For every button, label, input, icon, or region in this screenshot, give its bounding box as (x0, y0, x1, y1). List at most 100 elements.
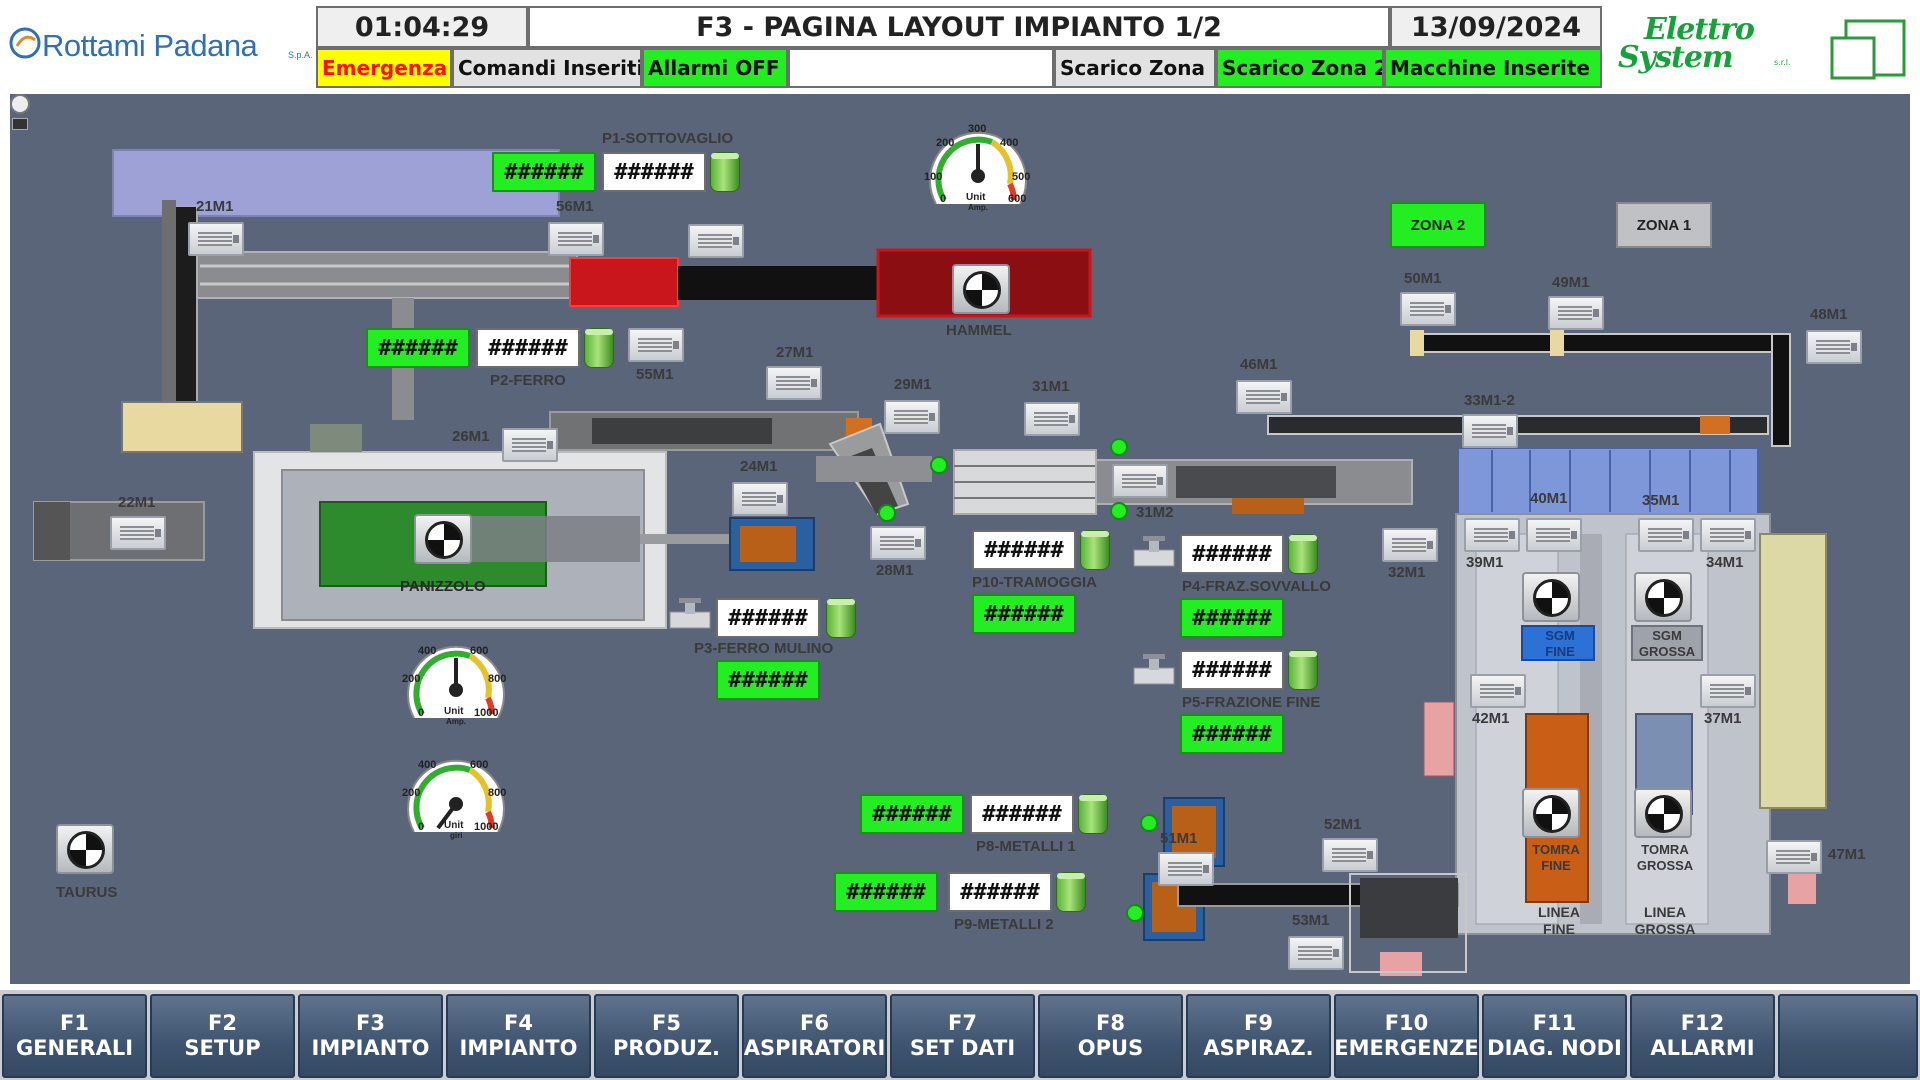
motor-27m1-icon[interactable] (766, 366, 822, 400)
gauge-sub: giri (450, 831, 462, 840)
motor-34m1-icon[interactable] (1700, 518, 1756, 552)
status-scarico-zona-2: Scarico Zona 2 (1216, 48, 1384, 88)
label-motor-24m1: 24M1 (740, 458, 778, 475)
panizzolo-fan-icon[interactable] (414, 514, 472, 564)
label-motor-26m1: 26M1 (452, 428, 490, 445)
status-led (1110, 502, 1128, 520)
motor-unlabeled-icon[interactable] (688, 224, 744, 258)
motor-51m1-icon[interactable] (1158, 852, 1214, 886)
p2-silo-icon[interactable] (584, 328, 614, 368)
zona-2-button[interactable]: ZONA 2 (1390, 202, 1486, 248)
motor-46m1-icon[interactable] (1236, 380, 1292, 414)
motor-31m1-icon[interactable] (1024, 402, 1080, 436)
status-scarico-zona-1: Scarico Zona 1 (1054, 48, 1216, 88)
motor-56m1-icon[interactable] (548, 222, 604, 256)
gauge-unit: Unit (444, 820, 464, 831)
motor-24m1-icon[interactable] (732, 482, 788, 516)
tomra-grossa-fan-icon[interactable] (1634, 788, 1692, 838)
p1-silo-icon[interactable] (710, 152, 740, 192)
fkey-label: SET DATI (909, 1036, 1016, 1060)
rottami-padana-logo: Rottami Padana S.p.A. (6, 22, 316, 72)
p4-silo-icon[interactable] (1288, 534, 1318, 574)
motor-33m1-2-icon[interactable] (1462, 414, 1518, 448)
motor-48m1-icon[interactable] (1806, 330, 1862, 364)
motor-40m1-icon[interactable] (1526, 518, 1582, 552)
p9-silo-icon[interactable] (1056, 872, 1086, 912)
fkey-code: F9 (1244, 1011, 1273, 1035)
gauge-sub: Amp. (446, 717, 466, 726)
status-blank (788, 48, 1054, 88)
motor-55m1-icon[interactable] (628, 328, 684, 362)
motor-29m1-icon[interactable] (884, 400, 940, 434)
label-motor-27m1: 27M1 (776, 344, 814, 361)
gauge-max: 1000 (474, 821, 498, 833)
taurus-fan-icon[interactable] (56, 824, 114, 874)
motor-28m1-icon[interactable] (870, 526, 926, 560)
label-motor-31m2: 31M2 (1136, 504, 1174, 521)
p4-value-white: ###### (1180, 534, 1284, 574)
p5-silo-icon[interactable] (1288, 650, 1318, 690)
zona-1-button[interactable]: ZONA 1 (1616, 202, 1712, 248)
keyboard-icon[interactable] (12, 118, 28, 130)
motor-53m1-icon[interactable] (1288, 936, 1344, 970)
p5-valve-icon[interactable] (1132, 654, 1176, 688)
motor-39m1-icon[interactable] (1464, 518, 1520, 552)
gauge-unit: Unit (444, 706, 464, 717)
label-motor-29m1: 29M1 (894, 376, 932, 393)
motor-37m1-icon[interactable] (1700, 674, 1756, 708)
gauge-max: 1000 (474, 707, 498, 719)
elettro-system-logo: Elettro System s.r.l. (1604, 10, 1818, 84)
label-p1-sottovaglio: P1-SOTTOVAGLIO (602, 130, 734, 147)
motor-49m1-icon[interactable] (1548, 296, 1604, 330)
fkey-code: F5 (652, 1011, 681, 1035)
p10-silo-icon[interactable] (1080, 530, 1110, 570)
p4-valve-icon[interactable] (1132, 536, 1176, 570)
motor-52m1-icon[interactable] (1322, 838, 1378, 872)
gauge-tick: 500 (1012, 171, 1030, 183)
motor-47m1-icon[interactable] (1766, 840, 1822, 874)
sgm-fine-fan-icon[interactable] (1522, 572, 1580, 622)
p3-silo-icon[interactable] (826, 598, 856, 638)
p8-silo-icon[interactable] (1078, 794, 1108, 834)
label-motor-22m1: 22M1 (118, 494, 156, 511)
motor-31m2-icon[interactable] (1112, 464, 1168, 498)
p3-valve-icon[interactable] (668, 598, 712, 632)
gauge-tick: 800 (488, 673, 506, 685)
label-p8-metalli-1: P8-METALLI 1 (976, 838, 1076, 855)
sgm-grossa-fan-icon[interactable] (1634, 572, 1692, 622)
motor-26m1-icon[interactable] (502, 428, 558, 462)
status-allarmi: Allarmi OFF (642, 48, 788, 88)
blank-function-button[interactable] (1778, 994, 1918, 1078)
motor-22m1-icon[interactable] (110, 516, 166, 550)
label-p10-tramoggia: P10-TRAMOGGIA (972, 574, 1098, 591)
plant-layout: P1-SOTTOVAGLIO ###### ###### 21M1 56M1 H… (10, 94, 1910, 984)
indicator-icon[interactable] (10, 94, 30, 114)
motor-32m1-icon[interactable] (1382, 528, 1438, 562)
label-hammel: HAMMEL (946, 322, 1012, 339)
label-p9-metalli-2: P9-METALLI 2 (954, 916, 1054, 933)
gauge-tick: 300 (968, 123, 986, 135)
tomra-fine-fan-icon[interactable] (1522, 788, 1580, 838)
p10-value-green: ###### (972, 594, 1076, 634)
motor-35m1-icon[interactable] (1638, 518, 1694, 552)
motor-21m1-icon[interactable] (188, 222, 244, 256)
window-layout-icon[interactable] (1828, 18, 1908, 82)
motor-50m1-icon[interactable] (1400, 292, 1456, 326)
motor-42m1-icon[interactable] (1470, 674, 1526, 708)
date: 13/09/2024 (1390, 6, 1602, 48)
hammel-fan-icon[interactable] (952, 264, 1010, 314)
